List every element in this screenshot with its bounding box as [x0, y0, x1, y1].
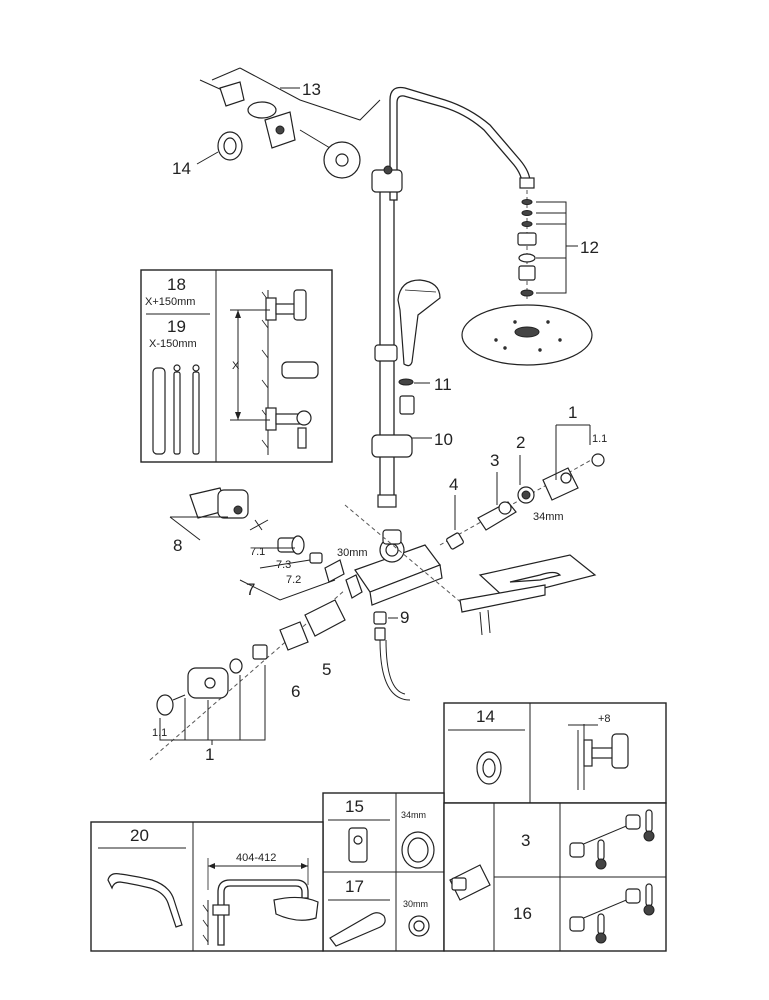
callout-7-2: 7.2	[286, 574, 301, 586]
inset-part-17-size: 30mm	[403, 899, 428, 909]
dimension-x: X	[232, 360, 240, 372]
inset-14-label: 14	[476, 707, 495, 726]
dimension-34mm: 34mm	[533, 511, 564, 523]
inset-note-18: X+150mm	[145, 296, 195, 308]
glass-shelf	[459, 554, 597, 636]
callout-9: 9	[400, 608, 409, 627]
callout-7: 7	[246, 580, 255, 599]
callout-1-bottom: 1	[205, 745, 214, 764]
inset-height-adjust: 18 X+150mm 19 X-150mm X	[140, 269, 333, 463]
inset-14-panel: 14 +8	[443, 702, 667, 804]
callout-3: 3	[490, 451, 499, 470]
inset-spare-parts: 15 34mm 17 30mm 3 16	[322, 792, 667, 952]
inset-14-offset: +8	[598, 713, 611, 725]
overhead-shower	[461, 190, 593, 366]
callout-5: 5	[322, 660, 331, 679]
callout-2: 2	[516, 433, 525, 452]
callout-13: 13	[302, 80, 321, 99]
callout-7-3: 7.3	[276, 559, 291, 571]
callout-6: 6	[291, 682, 300, 701]
inset-20-range: 404-412	[236, 852, 276, 864]
callout-1-top: 1	[568, 403, 577, 422]
callout-8: 8	[173, 536, 182, 555]
inset-20-label: 20	[130, 826, 149, 845]
dimension-30mm: 30mm	[337, 547, 368, 559]
inset-note-19: X-150mm	[149, 338, 197, 350]
inset-part-17: 17	[345, 877, 364, 896]
thermometer-icon	[595, 809, 655, 944]
callout-10: 10	[434, 430, 453, 449]
callout-4: 4	[449, 475, 458, 494]
inset-part-19: 19	[167, 317, 186, 336]
shower-riser-assembly	[371, 86, 535, 508]
hose-connector-parts	[398, 378, 432, 439]
callout-1-1-top: 1.1	[592, 433, 607, 445]
callout-1-1-bottom: 1.1	[152, 727, 167, 739]
inset-part-3: 3	[521, 831, 530, 850]
callout-14: 14	[172, 159, 191, 178]
inset-20-panel: 20 404-412	[90, 821, 324, 952]
callout-11: 11	[434, 375, 452, 394]
inset-part-15-size: 34mm	[401, 810, 426, 820]
left-side-parts	[149, 487, 346, 761]
inset-part-15: 15	[345, 797, 364, 816]
right-side-parts	[439, 424, 605, 550]
callout-7-1: 7.1	[250, 546, 265, 558]
wall-bracket-parts	[196, 67, 381, 179]
thermostat-body	[344, 504, 471, 701]
inset-part-18: 18	[167, 275, 186, 294]
inset-part-16: 16	[513, 904, 532, 923]
callout-12: 12	[580, 238, 599, 257]
